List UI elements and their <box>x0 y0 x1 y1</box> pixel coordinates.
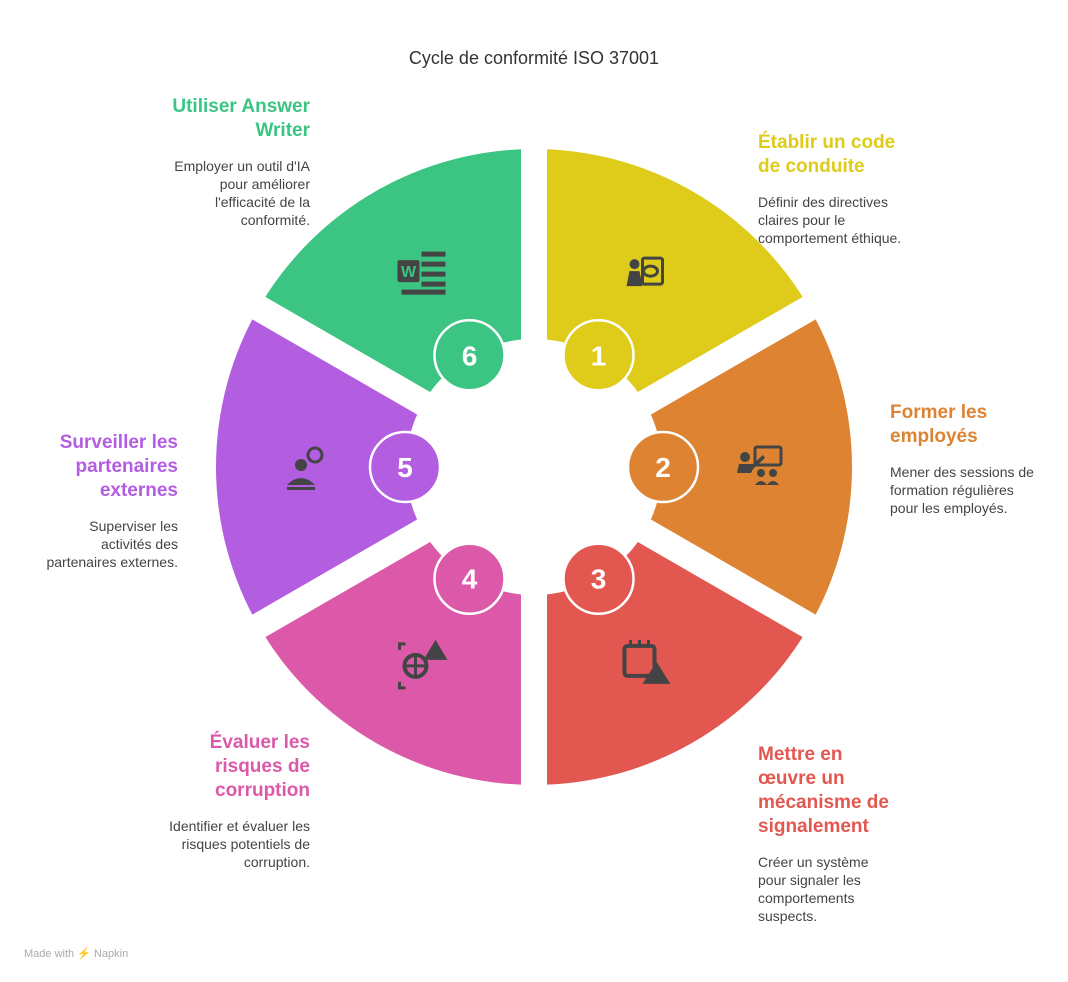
step-number: 6 <box>462 340 478 371</box>
step-title: Établir un code de conduite <box>758 132 896 177</box>
step-title: Former les employés <box>890 402 988 447</box>
step-desc: Mener des sessions de formation régulièr… <box>890 464 1034 516</box>
step-number: 3 <box>591 564 607 595</box>
step-number-badge <box>433 319 506 392</box>
step-desc: Définir des directives claires pour le c… <box>758 194 902 246</box>
step-number: 4 <box>462 564 478 595</box>
training-presentation-icon <box>737 445 783 485</box>
risk-assessment-icon <box>398 639 448 690</box>
monitor-person-icon <box>287 446 324 490</box>
step-4-text: Évaluer les risques de corruption Identi… <box>160 731 310 871</box>
step-desc: Identifier et évaluer les risques potent… <box>169 818 310 870</box>
center-hole <box>406 339 662 595</box>
teacher-ethics-icon <box>626 256 664 287</box>
step-number: 2 <box>655 452 671 483</box>
step-3-text: Mettre en œuvre un mécanisme de signalem… <box>758 743 898 925</box>
step-number-badge <box>626 430 700 504</box>
calendar-warning-icon <box>622 639 671 684</box>
step-number-badge <box>433 542 506 615</box>
step-title: Surveiller les partenaires externes <box>59 432 178 501</box>
word-document-icon: W <box>397 251 446 295</box>
step-title: Mettre en œuvre un mécanisme de signalem… <box>758 744 889 837</box>
step-desc: Créer un système pour signaler les compo… <box>758 854 869 924</box>
step-5-text: Surveiller les partenaires externes Supe… <box>40 431 178 571</box>
step-number: 5 <box>397 452 413 483</box>
step-6-text: Utiliser Answer Writer Employer un outil… <box>160 95 310 229</box>
step-desc: Superviser les activités des partenaires… <box>46 518 178 570</box>
svg-text:W: W <box>401 264 417 281</box>
step-desc: Employer un outil d'IA pour améliorer l'… <box>174 158 310 228</box>
step-title: Utiliser Answer Writer <box>172 96 310 141</box>
diagram-title: Cycle de conformité ISO 37001 <box>408 48 660 68</box>
step-title: Évaluer les risques de corruption <box>209 732 310 801</box>
step-1-text: Établir un code de conduite Définir des … <box>758 131 908 247</box>
napkin-footer: Made with ⚡ Napkin <box>24 948 129 960</box>
step-number-badge <box>562 542 635 615</box>
step-2-text: Former les employés Mener des sessions d… <box>890 401 1040 517</box>
step-number-badge <box>562 319 635 392</box>
step-number: 1 <box>591 340 607 371</box>
step-number-badge <box>368 430 442 504</box>
